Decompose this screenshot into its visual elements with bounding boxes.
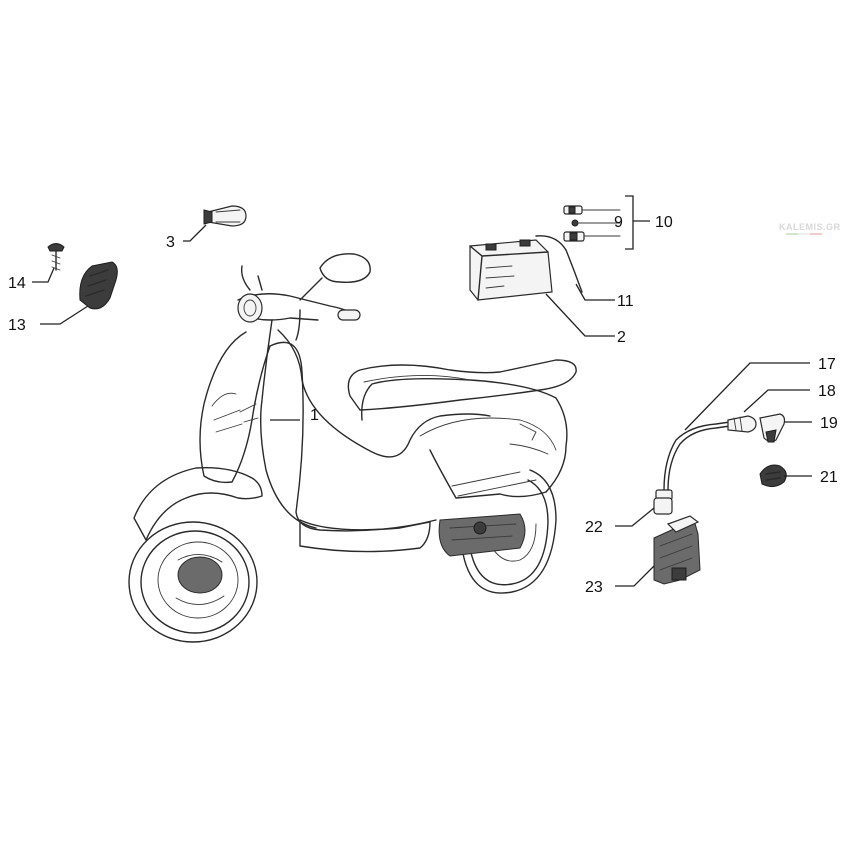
floorboard	[299, 519, 431, 553]
right-grip	[337, 309, 361, 321]
front-mudguard	[133, 467, 263, 541]
callout-9: 9	[614, 214, 623, 231]
grommet	[759, 464, 787, 488]
rear-wheel	[461, 469, 557, 594]
callout-17: 17	[818, 356, 836, 373]
callout-21: 21	[820, 469, 838, 486]
callout-14: 14	[8, 275, 26, 292]
battery-fuses	[563, 205, 621, 242]
mirror	[299, 253, 371, 301]
callout-22: 22	[585, 519, 603, 536]
callout-18: 18	[818, 383, 836, 400]
front-leg-shield	[199, 331, 271, 484]
headlight	[237, 293, 263, 323]
callout-3: 3	[166, 234, 175, 251]
cover-part	[79, 261, 118, 310]
screw-part	[47, 243, 65, 271]
wiring-harness	[259, 319, 491, 529]
callout-1: 1	[310, 407, 319, 424]
callout-11: 11	[617, 293, 634, 310]
callout-13: 13	[8, 317, 26, 334]
callout-23: 23	[585, 579, 603, 596]
spark-plug-boot	[759, 413, 786, 443]
cable-terminal	[653, 489, 673, 515]
horn-part	[203, 205, 247, 227]
ignition-coil	[653, 515, 701, 585]
front-wheel	[128, 521, 258, 643]
hv-cable	[663, 421, 731, 491]
engine	[438, 513, 526, 557]
scooter-illustration	[128, 253, 577, 643]
battery-part	[469, 235, 583, 301]
callout-19: 19	[820, 415, 838, 432]
spark-plug-cap	[727, 415, 757, 433]
watermark-text: KALEMIS.GR	[779, 222, 841, 232]
seat	[347, 359, 577, 411]
leader-lines	[32, 195, 812, 587]
callout-labels: 1 2 3 9 10 11 13 14 17 18 19 21 22 23	[8, 214, 838, 596]
ignition-set	[653, 413, 787, 585]
callout-2: 2	[617, 329, 626, 346]
rear-body	[361, 377, 568, 499]
watermark-flag-stripes	[786, 233, 822, 235]
callout-10: 10	[655, 214, 673, 231]
